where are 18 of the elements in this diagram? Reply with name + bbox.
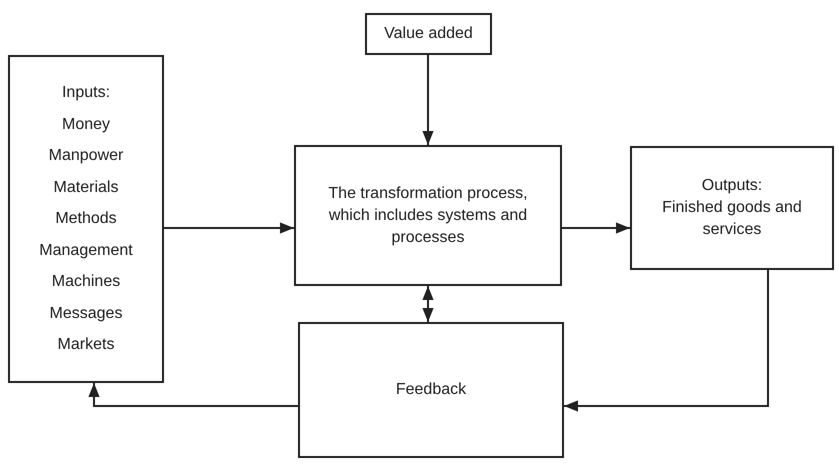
process-box xyxy=(630,146,834,270)
arrow xyxy=(164,222,294,234)
arrow xyxy=(422,55,434,145)
arrow xyxy=(422,286,434,322)
arrow xyxy=(564,270,769,412)
box-text: The transformation process, which includes systems and processes xyxy=(327,184,529,248)
box-text: Finished goods and services xyxy=(661,198,803,240)
process-box xyxy=(365,13,492,55)
box-heading: Outputs: xyxy=(702,176,762,196)
box-heading: Inputs: xyxy=(62,83,110,104)
arrow xyxy=(562,222,630,234)
process-box xyxy=(294,145,562,286)
process-box xyxy=(298,322,564,458)
box-text: Value added xyxy=(384,24,473,44)
process-box xyxy=(8,55,164,383)
box-text: Feedback xyxy=(396,380,466,400)
arrow xyxy=(88,383,298,407)
box-text: Money Manpower Materials Methods Management Machines Messages Markets xyxy=(38,114,134,356)
